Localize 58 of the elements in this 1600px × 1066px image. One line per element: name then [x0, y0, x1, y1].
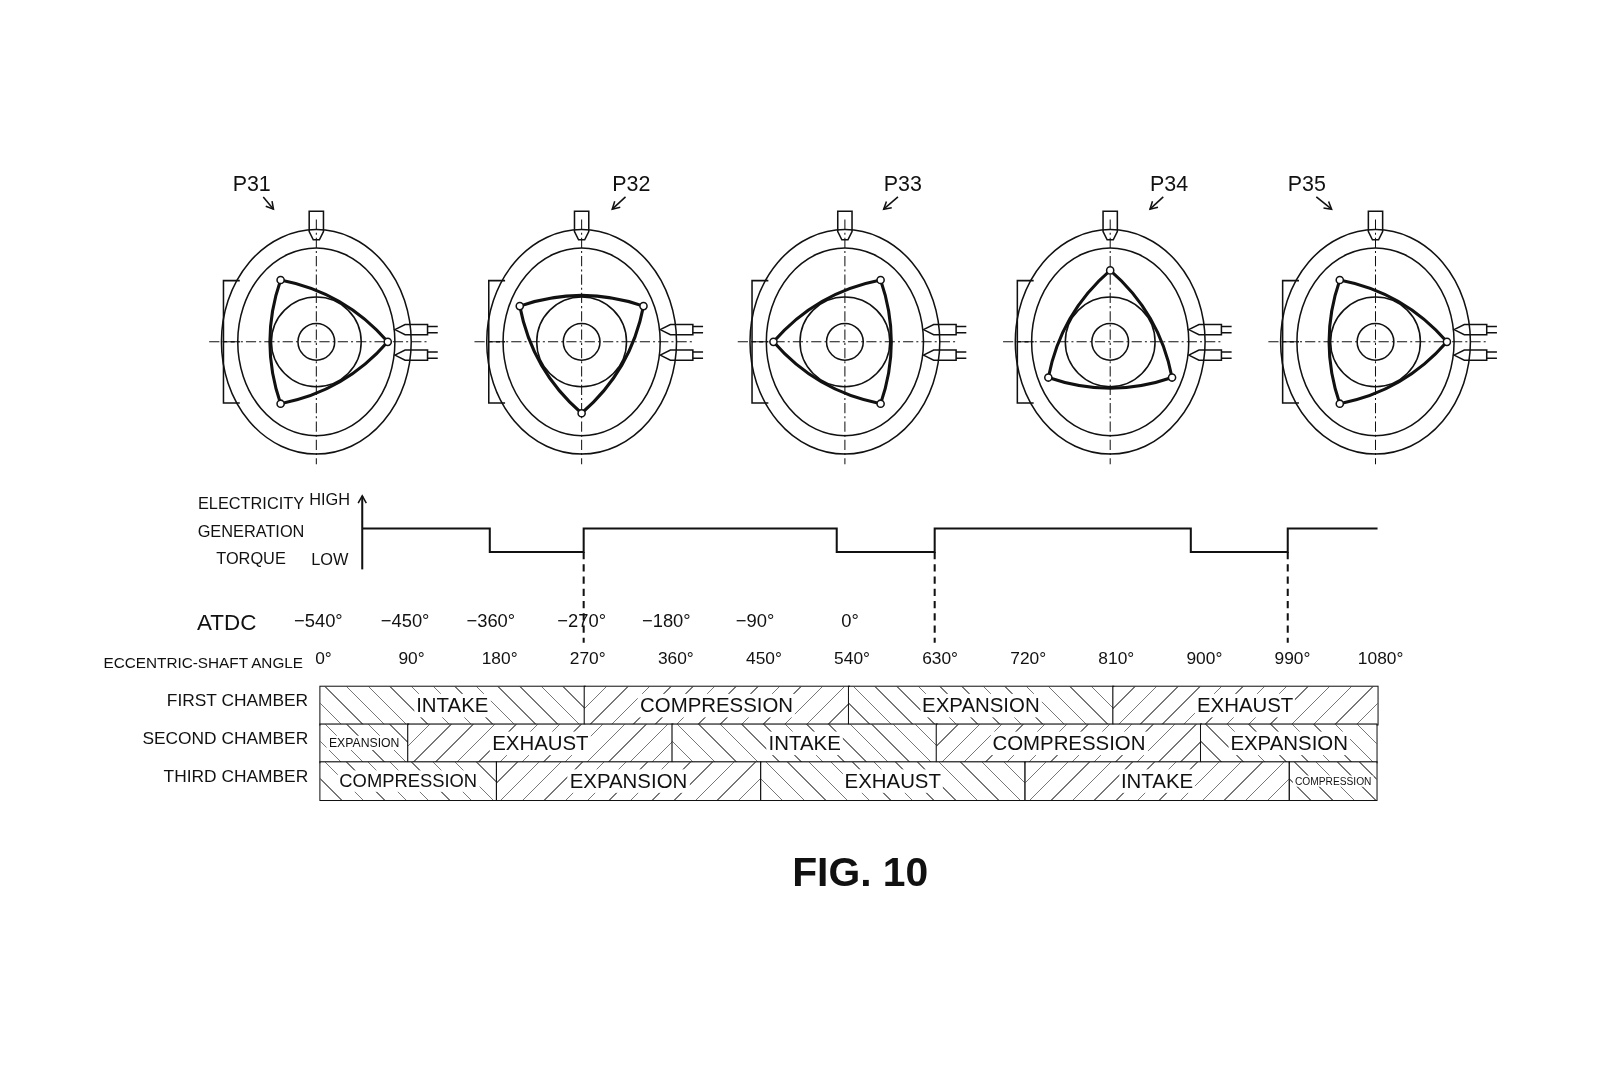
- angle-value: 540°: [834, 650, 870, 670]
- row-heading: SECOND CHAMBER: [142, 729, 309, 749]
- angle-value: −450°: [380, 611, 430, 632]
- figure-label: P33: [883, 171, 922, 195]
- angle-value: 270°: [569, 650, 606, 670]
- angle-value: −360°: [466, 611, 516, 632]
- leader-arrow: [882, 196, 899, 210]
- stroke-phase-segment: INTAKE: [1024, 761, 1290, 801]
- stroke-phase-segment: COMPRESSION: [936, 723, 1202, 763]
- angle-value: −90°: [735, 611, 775, 632]
- angle-value: 1080°: [1357, 650, 1404, 670]
- angle-value: 810°: [1098, 650, 1135, 670]
- stroke-phase-segment: INTAKE: [319, 685, 586, 725]
- stroke-phase-segment: COMPRESSION: [319, 761, 498, 801]
- stroke-phase-segment: EXHAUST: [1112, 685, 1379, 725]
- figure-caption: FIG. 10: [792, 848, 929, 894]
- leader-arrow: [1315, 196, 1333, 210]
- angle-value: −540°: [294, 611, 343, 632]
- angle-value: 180°: [481, 650, 518, 670]
- angle-value: 0°: [315, 650, 332, 670]
- axis-tick-label: HIGH: [309, 490, 350, 509]
- angle-value: 0°: [841, 611, 859, 632]
- row-heading: ATDC: [196, 610, 257, 635]
- stroke-phase-segment: EXPANSION: [495, 761, 762, 801]
- leader-arrow: [262, 196, 275, 210]
- angle-value: 630°: [922, 650, 959, 670]
- row-heading: FIRST CHAMBER: [166, 691, 309, 711]
- angle-value: 450°: [746, 650, 782, 670]
- stroke-phase-segment: COMPRESSION: [583, 685, 850, 725]
- angle-value: −270°: [557, 611, 606, 632]
- rotary-engine-drawing: [737, 209, 968, 467]
- rotary-engine-drawing: [209, 209, 439, 467]
- angle-value: 990°: [1274, 650, 1311, 670]
- figure-label: P35: [1287, 171, 1326, 195]
- stroke-phase-segment: EXPANSION: [319, 723, 409, 763]
- rotary-engine-drawing: [474, 209, 705, 467]
- angle-value: 900°: [1186, 650, 1223, 670]
- axis-tick-label: LOW: [311, 551, 349, 569]
- rotary-engine-drawing: [1268, 209, 1498, 467]
- stroke-phase-segment: COMPRESSION: [1288, 761, 1379, 801]
- leader-arrow: [1149, 196, 1165, 210]
- axis-title: ELECTRICITY GENERATION TORQUE: [196, 493, 306, 570]
- row-heading: ECCENTRIC-SHAFT ANGLE: [103, 655, 304, 672]
- stroke-phase-segment: INTAKE: [671, 723, 938, 763]
- stroke-phase-segment: EXHAUST: [759, 761, 1026, 801]
- rotary-engine-drawing: [1003, 209, 1233, 467]
- angle-value: 360°: [657, 650, 694, 670]
- figure-label: P31: [232, 171, 271, 195]
- stroke-phase-segment: EXHAUST: [407, 723, 674, 763]
- angle-value: 90°: [398, 650, 425, 670]
- figure-label: P34: [1150, 171, 1189, 195]
- leader-arrow: [611, 196, 627, 210]
- angle-value: 720°: [1010, 650, 1047, 670]
- row-heading: THIRD CHAMBER: [163, 767, 309, 787]
- angle-value: −180°: [641, 611, 691, 632]
- stroke-phase-segment: EXPANSION: [847, 685, 1114, 725]
- figure-label: P32: [612, 171, 651, 195]
- stroke-phase-segment: EXPANSION: [1200, 723, 1379, 763]
